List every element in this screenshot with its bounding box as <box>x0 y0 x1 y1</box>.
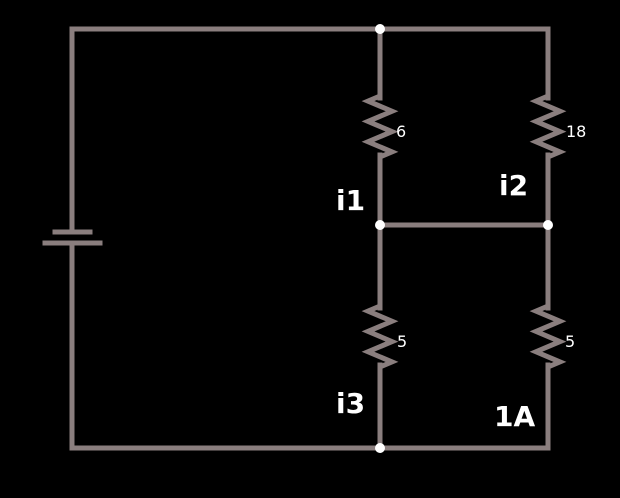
label-current-1a: 1A <box>494 400 535 433</box>
junction-middle-right <box>543 220 553 230</box>
label-i1: i1 <box>336 184 365 217</box>
junction-bottom <box>375 443 385 453</box>
wire-bottom-right <box>377 362 551 451</box>
resistor-r3 <box>361 303 399 370</box>
battery-icon <box>42 229 103 246</box>
r4-value: 5 <box>565 332 575 351</box>
resistor-r1 <box>361 93 399 160</box>
wires <box>69 26 551 451</box>
junction-middle-left <box>375 220 385 230</box>
label-i3: i3 <box>336 387 365 420</box>
wire-left-top <box>69 26 383 235</box>
label-i2: i2 <box>499 169 528 202</box>
resistor-r4 <box>529 303 567 370</box>
r3-value: 5 <box>397 332 407 351</box>
r1-value: 6 <box>396 122 406 141</box>
wire-left-bottom <box>69 240 383 451</box>
resistor-r2 <box>529 93 567 160</box>
wire-top-right <box>377 26 551 101</box>
r2-value: 18 <box>566 122 586 141</box>
junction-top <box>375 24 385 34</box>
